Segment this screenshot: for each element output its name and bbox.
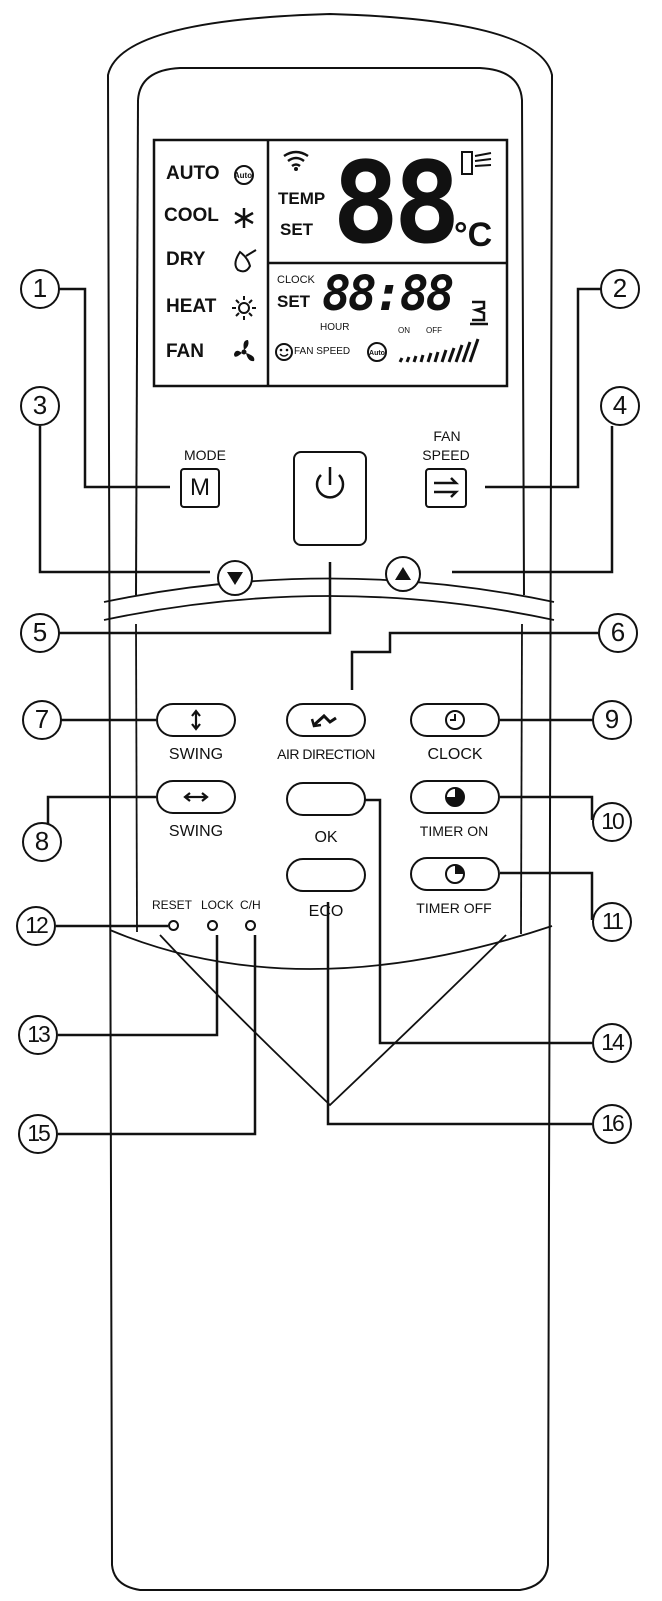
- clock-label: CLOCK: [427, 746, 483, 763]
- ok-button[interactable]: [286, 782, 366, 816]
- swing-horizontal-label: SWING: [168, 823, 224, 840]
- sun-icon: [232, 296, 256, 320]
- callout-13: 13: [18, 1015, 58, 1055]
- snowflake-icon: [234, 208, 254, 228]
- fan-speed-bars-icon: [398, 338, 480, 363]
- lcd-hour-label: HOUR: [320, 322, 350, 333]
- svg-text:Auto: Auto: [234, 171, 252, 180]
- air-direction-label: AIR DIRECTION: [277, 746, 375, 762]
- ch-button[interactable]: [245, 920, 256, 931]
- lcd-off-label: OFF: [426, 326, 442, 335]
- mode-button[interactable]: M: [180, 468, 220, 508]
- callout-7: 7: [22, 700, 62, 740]
- callout-12: 12: [16, 906, 56, 946]
- lcd-mode-cool: COOL: [164, 205, 219, 226]
- ok-label: OK: [314, 829, 338, 846]
- lcd-temperature-digits: 88: [332, 139, 461, 269]
- power-icon: [315, 467, 345, 499]
- power-button[interactable]: [293, 451, 367, 546]
- lcd-mode-auto: AUTO: [166, 163, 220, 184]
- callout-4: 4: [600, 386, 640, 426]
- auto-mode-icon: Auto: [234, 165, 254, 185]
- callout-15: 15: [18, 1114, 58, 1154]
- timer-off-icon: [445, 864, 465, 884]
- lcd-on-label: ON: [398, 326, 410, 335]
- lcd-clock-set-label: SET: [277, 292, 311, 311]
- lock-button[interactable]: [207, 920, 218, 931]
- clock-icon: [445, 710, 465, 730]
- air-direction-icon: [310, 713, 337, 728]
- callout-10: 10: [592, 802, 632, 842]
- temp-up-button[interactable]: [385, 556, 421, 592]
- swing-display-icon: [461, 151, 492, 175]
- horizontal-arrow-icon: [183, 792, 209, 802]
- smiley-icon: [275, 343, 293, 361]
- swing-vertical-button[interactable]: [156, 703, 236, 737]
- callout-6: 6: [598, 613, 638, 653]
- up-triangle-icon: [395, 567, 411, 580]
- callout-8: 8: [22, 822, 62, 862]
- remote-body-outline: [106, 12, 554, 1591]
- down-triangle-icon: [227, 572, 243, 585]
- fan-auto-icon: Auto: [367, 342, 387, 362]
- timer-on-button[interactable]: [410, 780, 500, 814]
- lcd-temperature-unit: °C: [454, 216, 493, 254]
- clock-button[interactable]: [410, 703, 500, 737]
- upper-panel-outline: [137, 67, 525, 596]
- timer-on-icon: [445, 787, 465, 807]
- callout-9: 9: [592, 700, 632, 740]
- svg-text:Auto: Auto: [369, 350, 385, 357]
- mode-key-label: M: [190, 474, 210, 501]
- callout-1: 1: [20, 269, 60, 309]
- callout-5: 5: [20, 613, 60, 653]
- lcd-clock-digits: 88:88: [322, 266, 454, 322]
- reset-button[interactable]: [168, 920, 179, 931]
- swing-horizontal-button[interactable]: [156, 780, 236, 814]
- callout-11: 11: [592, 902, 632, 942]
- air-direction-button[interactable]: [286, 703, 366, 737]
- temp-down-button[interactable]: [217, 560, 253, 596]
- fan-speed-arrows-icon: [434, 477, 460, 498]
- fan-speed-label-1: FAN: [433, 428, 461, 444]
- lcd-clock-label: CLOCK: [277, 274, 315, 286]
- lcd-mode-heat: HEAT: [166, 296, 217, 317]
- fan-icon: [234, 340, 255, 362]
- lower-scoop-outline: [109, 925, 553, 970]
- callout-2: 2: [600, 269, 640, 309]
- lcd-mode-dry: DRY: [166, 249, 206, 270]
- vertical-arrow-icon: [191, 709, 201, 731]
- signal-icon: [283, 150, 309, 171]
- ch-label: C/H: [240, 898, 261, 912]
- callout-14: 14: [592, 1023, 632, 1063]
- timer-off-label: TIMER OFF: [416, 900, 492, 916]
- swing-vertical-label: SWING: [168, 746, 224, 763]
- mode-label: MODE: [184, 447, 226, 463]
- lcd-mode-icons: Auto: [232, 165, 257, 362]
- fan-speed-button[interactable]: [425, 468, 467, 508]
- droplet-icon: [234, 249, 257, 273]
- timer-display-icon: [470, 300, 488, 326]
- reset-label: RESET: [152, 898, 193, 912]
- lcd-mode-fan: FAN: [166, 341, 204, 362]
- eco-button[interactable]: [286, 858, 366, 892]
- lcd-fan-speed-label: FAN SPEED: [294, 346, 351, 357]
- fan-speed-label-2: SPEED: [422, 447, 470, 463]
- eco-label: ECO: [308, 903, 344, 920]
- lock-label: LOCK: [201, 898, 234, 912]
- lcd-set-label: SET: [280, 220, 314, 239]
- timer-off-button[interactable]: [410, 857, 500, 891]
- callout-16: 16: [592, 1104, 632, 1144]
- timer-on-label: TIMER ON: [419, 823, 489, 839]
- leader-lines: [38, 287, 614, 1136]
- callout-3: 3: [20, 386, 60, 426]
- lcd-temp-label: TEMP: [278, 189, 326, 208]
